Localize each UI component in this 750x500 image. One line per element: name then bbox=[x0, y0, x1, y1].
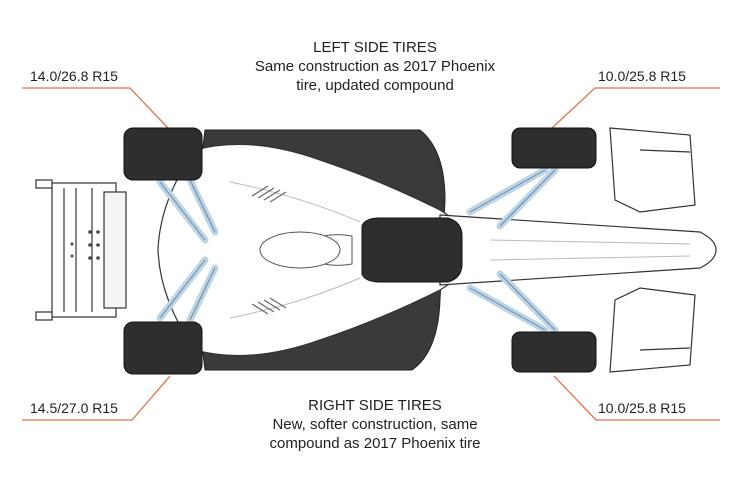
tire-size-right-front: 10.0/25.8 R15 bbox=[598, 400, 686, 416]
tire-right-rear bbox=[123, 321, 203, 375]
tire-size-left-rear: 14.0/26.8 R15 bbox=[30, 68, 118, 84]
right-side-title: RIGHT SIDE TIRES bbox=[308, 397, 442, 414]
left-side-heading: LEFT SIDE TIRES Same construction as 201… bbox=[215, 38, 535, 95]
chassis bbox=[70, 129, 717, 371]
tire-size-right-rear: 14.5/27.0 R15 bbox=[30, 400, 118, 416]
tire-size-left-front: 10.0/25.8 R15 bbox=[598, 68, 686, 84]
left-side-line-1: Same construction as 2017 Phoenix bbox=[254, 58, 496, 75]
left-side-line-2: tire, updated compound bbox=[296, 77, 454, 94]
rear-wing bbox=[35, 179, 127, 321]
nose bbox=[439, 214, 717, 286]
tire-left-front bbox=[511, 127, 597, 169]
right-side-heading: RIGHT SIDE TIRES New, softer constructio… bbox=[215, 396, 535, 453]
leader-line-left-rear bbox=[22, 87, 169, 129]
cockpit bbox=[361, 217, 463, 283]
right-side-line-2: compound as 2017 Phoenix tire bbox=[269, 435, 481, 452]
tire-right-front bbox=[511, 331, 597, 373]
tires bbox=[123, 127, 597, 375]
leader-line-right-front bbox=[553, 375, 720, 421]
airbox bbox=[259, 231, 341, 269]
right-side-line-1: New, softer construction, same bbox=[272, 416, 478, 433]
left-side-title: LEFT SIDE TIRES bbox=[313, 39, 437, 56]
leader-lines bbox=[22, 87, 720, 421]
leader-line-left-front bbox=[551, 87, 720, 129]
tire-left-rear bbox=[123, 127, 203, 181]
front-wing bbox=[609, 127, 696, 373]
leader-line-right-rear bbox=[22, 375, 171, 421]
